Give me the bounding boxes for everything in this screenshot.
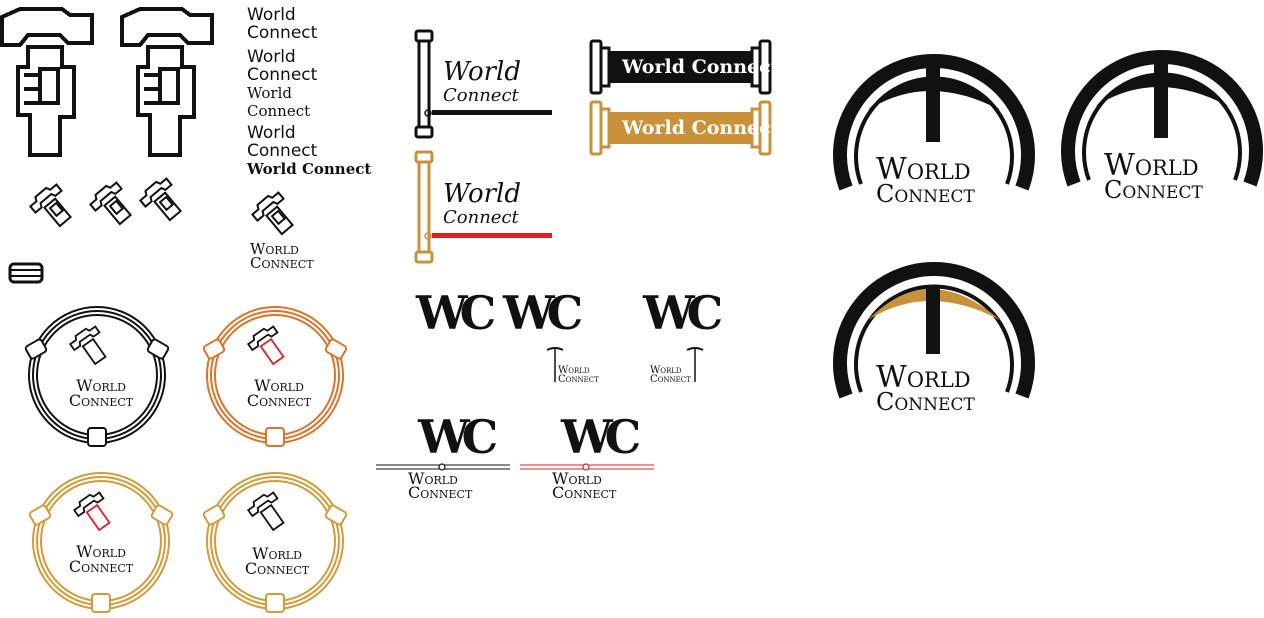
small-wrench-icon-2 <box>88 181 132 226</box>
monogram-wc-4-wordmark: World Connect <box>408 469 473 502</box>
wordmark-word2: Connect <box>68 557 134 576</box>
wordmark-word1: World <box>552 469 602 488</box>
pickaxe-arch-logo-gold-wordmark: World Connect <box>876 360 975 416</box>
banner-logo-black <box>589 39 772 95</box>
wordmark-word2: Connect <box>247 141 318 161</box>
wordmark-word1: World <box>876 152 971 187</box>
wordmark-word1: World <box>76 376 126 395</box>
monogram-wc-5: WC <box>561 410 641 464</box>
pipe-logo-gold-wordmark: World Connect <box>443 179 521 230</box>
wordmark-word2: Connect <box>443 207 519 228</box>
wrench-logo-wordmark: World Connect <box>250 240 314 272</box>
small-wrench-icon-3 <box>138 177 182 222</box>
wordmark-sans-2: World Connect <box>247 48 317 84</box>
pickaxe-arch-logo-2-wordmark: World Connect <box>1104 148 1203 204</box>
wrench-logo-icon <box>250 191 294 236</box>
wordmark-serif: World Connect <box>247 84 310 120</box>
wordmark-bold: World Connect <box>247 160 372 178</box>
wordmark-word1: World <box>1104 148 1199 183</box>
wordmark-word2: Connect <box>1104 176 1203 204</box>
ring-logo-black-wordmark: World Connect <box>66 376 136 410</box>
wordmark-word1: World <box>558 365 590 376</box>
wordmark-sans-1: World Connect <box>247 6 317 42</box>
monogram-wc-4-line <box>376 463 510 471</box>
ring-logo-orange-wordmark: World Connect <box>244 376 314 410</box>
pixel-wrench-icon-large-1 <box>0 7 94 157</box>
wordmark-word2: Connect <box>250 254 314 272</box>
wordmark-word2: Connect <box>247 102 311 120</box>
wordmark-word2: Connect <box>244 559 310 578</box>
wordmark-word2: Connect <box>876 388 975 416</box>
pickaxe-arch-logo-1-wordmark: World Connect <box>876 152 975 208</box>
wordmark-word1: World <box>252 544 302 563</box>
pipe-logo-gold <box>414 150 552 264</box>
small-wrench-icon-1 <box>28 183 72 228</box>
wordmark-word2: Connect <box>68 391 134 410</box>
ring-logo-gold-2-wordmark: World Connect <box>242 544 312 578</box>
wordmark-word1: World <box>76 542 126 561</box>
pickaxe-mini-icon-2 <box>686 347 704 382</box>
banner-logo-gold <box>589 100 772 156</box>
wordmark-word2: Connect <box>650 374 691 385</box>
wordmark-word1: World <box>247 5 296 25</box>
wordmark-word1: World <box>254 376 304 395</box>
wordmark-word1: World <box>250 240 299 258</box>
wordmark-word1: World <box>443 179 521 209</box>
monogram-wc-1: WC <box>416 286 496 340</box>
wordmark-word2: Connect <box>558 374 599 385</box>
wordmark-word2: Connect <box>247 23 318 43</box>
wordmark-sans-3: World Connect <box>247 124 317 160</box>
pipe-coupling-icon <box>8 262 44 284</box>
ring-logo-gold-2 <box>202 472 348 613</box>
wordmark-word1: World <box>443 57 521 87</box>
pickaxe-arch-logo-2 <box>1061 50 1263 187</box>
banner-logo-black-wordmark: World Connect <box>622 56 780 78</box>
monogram-wc-5-wordmark: World Connect <box>552 469 617 502</box>
ring-logo-orange <box>202 306 348 447</box>
wordmark-word1: World <box>247 84 292 102</box>
wordmark-word1: World <box>876 360 971 395</box>
monogram-wc-2-wordmark: World Connect <box>558 365 599 385</box>
monogram-wc-3: WC <box>643 286 723 340</box>
wordmark-word1: World <box>247 123 296 143</box>
wordmark-word1: World <box>247 47 296 67</box>
banner-logo-gold-wordmark: World Connect <box>622 117 780 139</box>
wordmark-word1: World <box>650 365 682 376</box>
wordmark-word2: Connect <box>443 85 519 106</box>
ring-logo-black <box>24 306 170 447</box>
monogram-wc-5-line <box>520 463 654 471</box>
pipe-logo-black-wordmark: World Connect <box>443 57 521 108</box>
ring-logo-gold-1-wordmark: World Connect <box>66 542 136 576</box>
pixel-wrench-icon-large-2 <box>120 7 214 157</box>
pickaxe-mini-icon <box>546 347 564 382</box>
monogram-wc-4: WC <box>418 410 498 464</box>
pickaxe-arch-logo-1 <box>833 54 1035 191</box>
ring-logo-gold-1 <box>28 472 174 613</box>
monogram-wc-3-wordmark: World Connect <box>650 365 691 385</box>
monogram-wc-2: WC <box>503 286 583 340</box>
wordmark-word2: Connect <box>247 65 318 85</box>
wordmark-word2: Connect <box>552 483 617 502</box>
wordmark-word1: World <box>408 469 458 488</box>
pipe-logo-black <box>414 29 552 139</box>
wordmark-word2: Connect <box>876 180 975 208</box>
wordmark-word2: Connect <box>246 391 312 410</box>
wordmark-word2: Connect <box>408 483 473 502</box>
pickaxe-arch-logo-gold <box>833 262 1035 399</box>
